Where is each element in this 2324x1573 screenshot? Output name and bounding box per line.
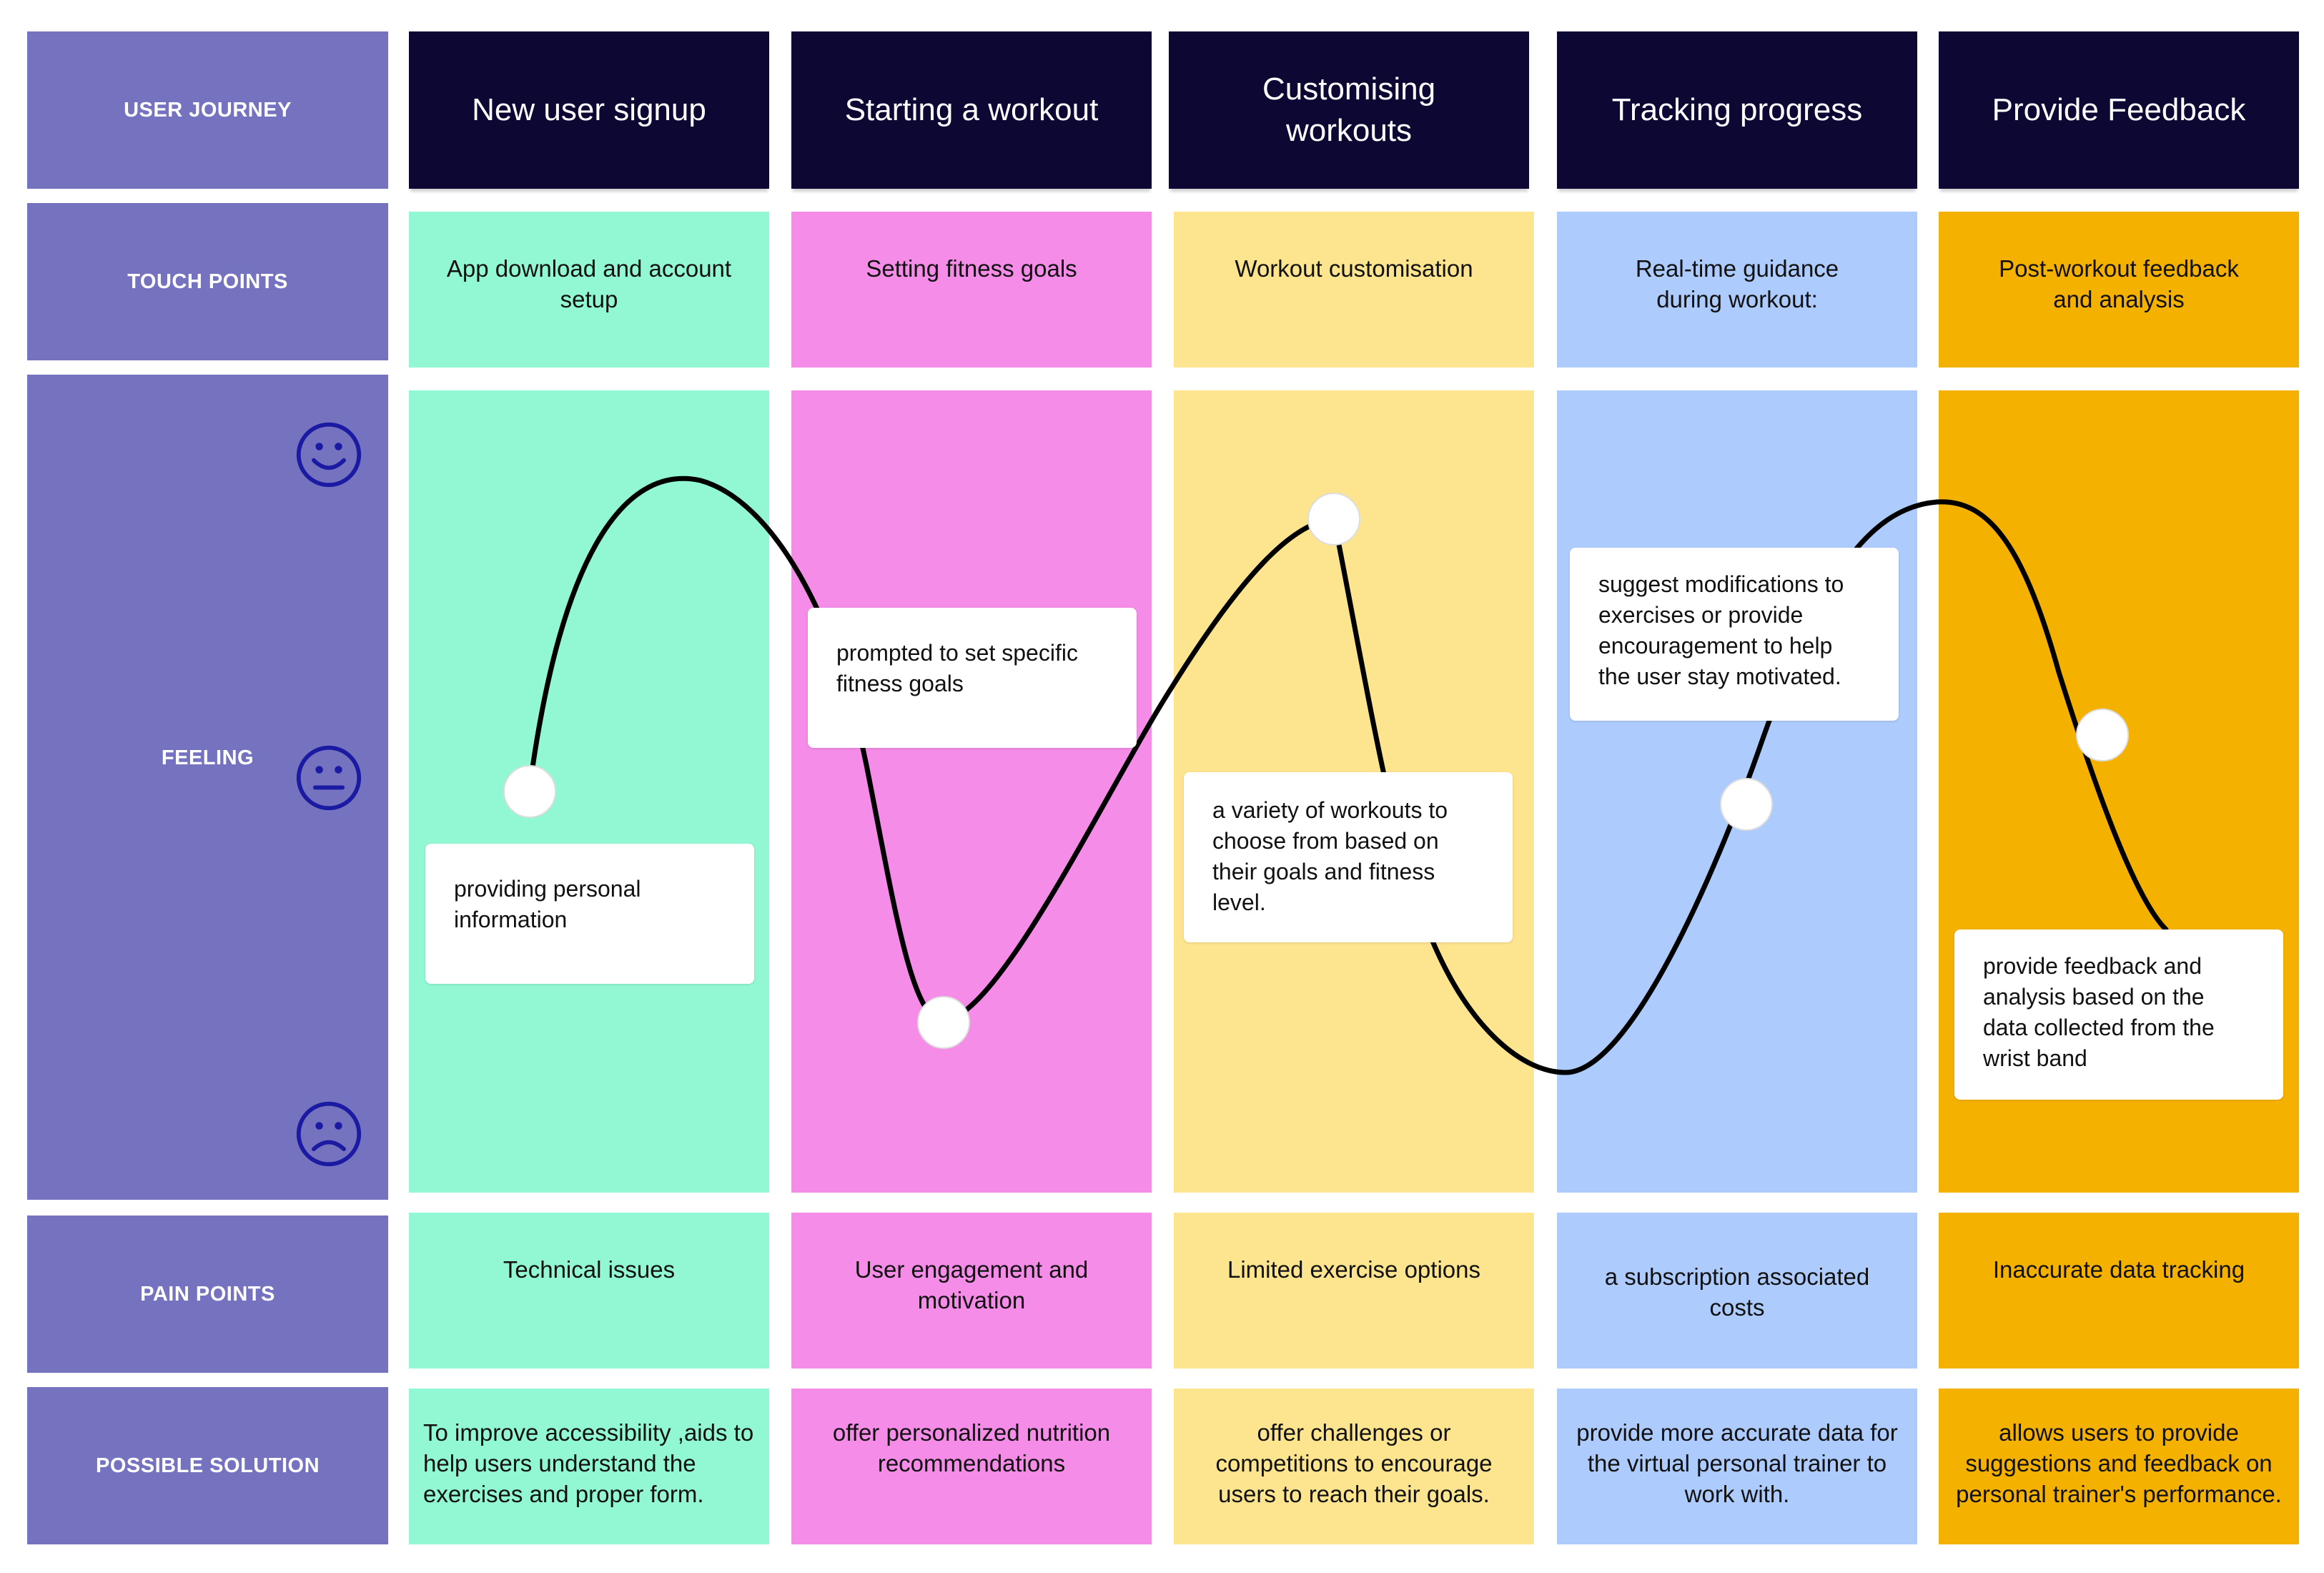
pain-point-text: User engagement and motivation (854, 1256, 1089, 1313)
stage-title: New user signup (472, 92, 706, 127)
pain-point-text: a subscription associated costs (1604, 1263, 1870, 1321)
smiley-sad-icon (296, 1101, 362, 1167)
touch-point-text: App download and account setup (446, 255, 732, 312)
row-label-text: FEELING (161, 746, 254, 769)
touch-point-cell: Setting fitness goals (791, 212, 1152, 368)
row-label-text: PAIN POINTS (140, 1282, 275, 1306)
solution-text: offer challenges or competitions to enco… (1215, 1419, 1493, 1507)
stage-title: Starting a workout (844, 92, 1099, 127)
row-label-user-journey: USER JOURNEY (27, 31, 388, 189)
feeling-note-text: provide feedback and analysis based on t… (1983, 953, 2215, 1071)
feeling-note: prompted to set specific fitness goals (808, 608, 1137, 748)
pain-point-text: Technical issues (503, 1256, 676, 1283)
pain-point-cell: Technical issues (409, 1213, 769, 1369)
row-label-text: USER JOURNEY (124, 98, 292, 122)
feeling-lane (1557, 390, 1917, 1193)
solution-text: To improve accessibility ,aids to help u… (423, 1419, 754, 1507)
touch-point-cell: Workout customisation (1174, 212, 1534, 368)
pain-point-cell: User engagement and motivation (791, 1213, 1152, 1369)
touch-point-cell: Post-workout feedback and analysis (1939, 212, 2299, 368)
feeling-note: provide feedback and analysis based on t… (1954, 930, 2283, 1100)
smiley-neutral-icon (296, 745, 362, 811)
smiley-happy-icon (296, 422, 362, 488)
touch-point-cell: Real-time guidance during workout: (1557, 212, 1917, 368)
solution-cell: allows users to provide suggestions and … (1939, 1389, 2299, 1544)
solution-text: offer personalized nutrition recommendat… (832, 1419, 1111, 1476)
row-label-pain-points: PAIN POINTS (27, 1216, 388, 1373)
stage-header-customising-workouts: Customising workouts (1169, 31, 1529, 189)
feeling-note-text: prompted to set specific fitness goals (836, 640, 1078, 696)
pain-point-cell: a subscription associated costs (1557, 1213, 1917, 1369)
solution-cell: offer personalized nutrition recommendat… (791, 1389, 1152, 1544)
row-label-possible-solution: POSSIBLE SOLUTION (27, 1387, 388, 1544)
feeling-lane (791, 390, 1152, 1193)
feeling-note: a variety of workouts to choose from bas… (1184, 772, 1513, 942)
feeling-note: suggest modifications to exercises or pr… (1570, 548, 1899, 721)
solution-cell: offer challenges or competitions to enco… (1174, 1389, 1534, 1544)
pain-point-cell: Limited exercise options (1174, 1213, 1534, 1369)
touch-point-text: Post-workout feedback and analysis (1999, 255, 2239, 312)
touch-point-text: Real-time guidance during workout: (1635, 255, 1839, 312)
stage-title: Customising workouts (1262, 72, 1436, 148)
feeling-note-text: suggest modifications to exercises or pr… (1598, 571, 1844, 689)
solution-text: provide more accurate data for the virtu… (1576, 1419, 1898, 1507)
row-label-touch-points: TOUCH POINTS (27, 203, 388, 360)
solution-cell: To improve accessibility ,aids to help u… (409, 1389, 769, 1544)
feeling-note-text: a variety of workouts to choose from bas… (1212, 797, 1448, 915)
touch-point-text: Workout customisation (1235, 255, 1473, 282)
stage-header-tracking-progress: Tracking progress (1557, 31, 1917, 189)
stage-header-provide-feedback: Provide Feedback (1939, 31, 2299, 189)
stage-title: Provide Feedback (1992, 92, 2246, 127)
touch-point-text: Setting fitness goals (866, 255, 1077, 282)
stage-title: Tracking progress (1611, 92, 1863, 127)
stage-header-new-user-signup: New user signup (409, 31, 769, 189)
feeling-note-text: providing personal information (454, 876, 641, 932)
solution-cell: provide more accurate data for the virtu… (1557, 1389, 1917, 1544)
pain-point-text: Inaccurate data tracking (1992, 1256, 2245, 1283)
row-label-text: TOUCH POINTS (127, 270, 288, 293)
pain-point-cell: Inaccurate data tracking (1939, 1213, 2299, 1369)
stage-header-starting-a-workout: Starting a workout (791, 31, 1152, 189)
feeling-lane (409, 390, 769, 1193)
touch-point-cell: App download and account setup (409, 212, 769, 368)
feeling-note: providing personal information (425, 844, 754, 984)
row-label-text: POSSIBLE SOLUTION (95, 1454, 320, 1477)
solution-text: allows users to provide suggestions and … (1956, 1419, 2282, 1507)
pain-point-text: Limited exercise options (1227, 1256, 1480, 1283)
